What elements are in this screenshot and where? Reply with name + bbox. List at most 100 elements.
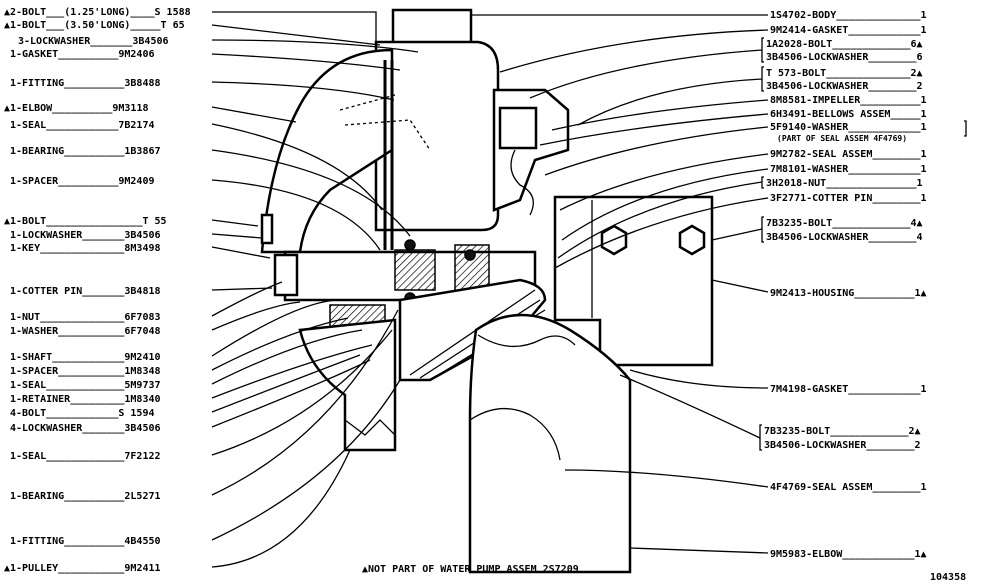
right-callout-text: 3B4506-LOCKWASHER________6: [766, 52, 923, 63]
shaft-nut: [273, 253, 299, 297]
right-callout-text: 5F9140-WASHER____________1: [770, 122, 927, 133]
left-callout-text: 1-SEAL_____________5M9737: [10, 380, 161, 391]
bearing-1: [394, 249, 436, 291]
leader-line: [211, 24, 381, 46]
leader-line: [629, 369, 769, 389]
bracket: [964, 120, 967, 137]
leader-line: [211, 309, 399, 496]
leader-line: [211, 246, 271, 259]
leader-line: [539, 113, 769, 146]
ball-1: [404, 239, 416, 251]
right-callout-text: 3B4506-LOCKWASHER________4: [766, 232, 923, 243]
left-callout-text: 1-COTTER PIN_______3B4818: [10, 286, 161, 297]
pulley: [298, 318, 397, 452]
right-callout-text: 6H3491-BELLOWS ASSEM_____1: [770, 109, 927, 120]
bellows-assembly: [498, 106, 538, 150]
right-leader-lines: [470, 14, 769, 554]
leader-line: [551, 99, 769, 131]
leader-line: [211, 344, 373, 399]
elbow-curve: [469, 407, 561, 461]
leader-line: [554, 197, 769, 269]
leader-line: [577, 78, 763, 126]
right-callout-text: 3B4506-LOCKWASHER________2: [766, 81, 923, 92]
right-callout-text: 9M2414-GASKET____________1: [770, 25, 927, 36]
bracket: [761, 176, 764, 189]
leader-line: [629, 547, 769, 554]
leader-line: [211, 179, 381, 251]
right-callouts: 1S4702-BODY______________1 9M2414-GASKET…: [764, 10, 927, 560]
leader-line: [619, 374, 761, 439]
leader-line: [211, 354, 361, 413]
leader-line: [211, 219, 259, 227]
left-callout-text: 4-LOCKWASHER_______3B4506: [10, 423, 161, 434]
cover-plate: [374, 40, 500, 232]
left-callout-text: ▲1-ELBOW__________9M3118: [4, 103, 149, 114]
right-callout-text: 7M4198-GASKET____________1: [770, 384, 927, 395]
left-callout-text: ▲1-PULLEY___________9M2411: [4, 563, 161, 574]
left-callout-text: 1-WASHER___________6F7048: [10, 326, 161, 337]
leader-line: [211, 317, 349, 371]
elbow-flange: [477, 334, 576, 348]
bracket: [761, 66, 764, 92]
ball-2: [464, 249, 476, 261]
right-callout-subtext: (PART OF SEAL ASSEM 4F4769): [777, 134, 907, 143]
right-callout-text: 7B3235-BOLT_____________2▲: [764, 426, 921, 437]
left-callout-text: 1-LOCKWASHER_______3B4506: [10, 230, 161, 241]
right-callout-text: T 573-BOLT______________2▲: [766, 68, 923, 79]
left-leader-lines: [211, 11, 419, 568]
right-callout-text: 4F4769-SEAL ASSEM________1: [770, 482, 927, 493]
leader-line: [557, 181, 763, 259]
right-callout-text: 7B3235-BOLT_____________4▲: [766, 218, 923, 229]
left-callout-text: 4-BOLT____________S 1594: [10, 408, 155, 419]
elbow-lower: [468, 313, 632, 574]
right-callout-text: 8M8581-IMPELLER__________1: [770, 95, 927, 106]
right-callout-text: 7M8101-WASHER____________1: [770, 164, 927, 175]
leader-line: [211, 281, 283, 317]
figure-number: 104358: [930, 572, 966, 583]
elbow-left: [260, 48, 394, 254]
left-callout-text: 1-RETAINER_________1M8340: [10, 394, 161, 405]
leader-line: [544, 126, 769, 176]
right-callout-text: 9M5983-ELBOW____________1▲: [770, 549, 927, 560]
leader-line: [561, 168, 769, 241]
leader-line: [211, 53, 401, 71]
leader-line: [711, 279, 769, 293]
leader-line: [529, 49, 763, 99]
left-callout-text: 1-FITTING__________3B8488: [10, 78, 161, 89]
leader-line: [211, 359, 371, 428]
bolt-left: [260, 213, 274, 245]
left-callout-text: 1-SEAL_____________7F2122: [10, 451, 161, 462]
seal-spring: [510, 149, 534, 216]
leader-line: [211, 329, 363, 385]
left-callout-text: 1-SEAL____________7B2174: [10, 120, 155, 131]
leader-line: [211, 449, 351, 568]
leader-line: [211, 123, 383, 211]
pulley-groove: [344, 419, 396, 436]
footnote: ▲NOT PART OF WATER PUMP ASSEM 2S7209: [362, 564, 579, 575]
left-callout-text: 3-LOCKWASHER_______3B4506: [18, 36, 169, 47]
leader-line: [211, 379, 401, 541]
left-callout-text: 1-FITTING__________4B4550: [10, 536, 161, 547]
leader-line: [564, 469, 769, 488]
right-callout-text: 3H2018-NUT_______________1: [766, 178, 923, 189]
bracket: [761, 216, 764, 243]
leader-line: [211, 106, 297, 123]
left-callout-text: 1-KEY______________8M3498: [10, 243, 161, 254]
leader-line: [211, 301, 301, 331]
right-callout-text: 1S4702-BODY______________1: [770, 10, 927, 21]
left-callout-text: 1-GASKET__________9M2406: [10, 49, 155, 60]
leader-line: [211, 299, 341, 357]
right-callout-text: 1A2028-BOLT_____________6▲: [766, 39, 923, 50]
pump-drawing: [260, 8, 714, 574]
left-callout-text: 1-NUT______________6F7083: [10, 312, 161, 323]
bracket: [759, 424, 762, 451]
left-callout-text: 1-SPACER__________9M2409: [10, 176, 155, 187]
right-callout-text: 9M2782-SEAL ASSEM________1: [770, 149, 927, 160]
hex-bolt-head-2: [678, 224, 706, 256]
left-callout-text: 1-SHAFT____________9M2410: [10, 352, 161, 363]
left-callout-text: 1-SPACER___________1M8348: [10, 366, 161, 377]
leader-line: [211, 149, 411, 237]
left-callout-text: 1-BEARING__________2L5271: [10, 491, 161, 502]
